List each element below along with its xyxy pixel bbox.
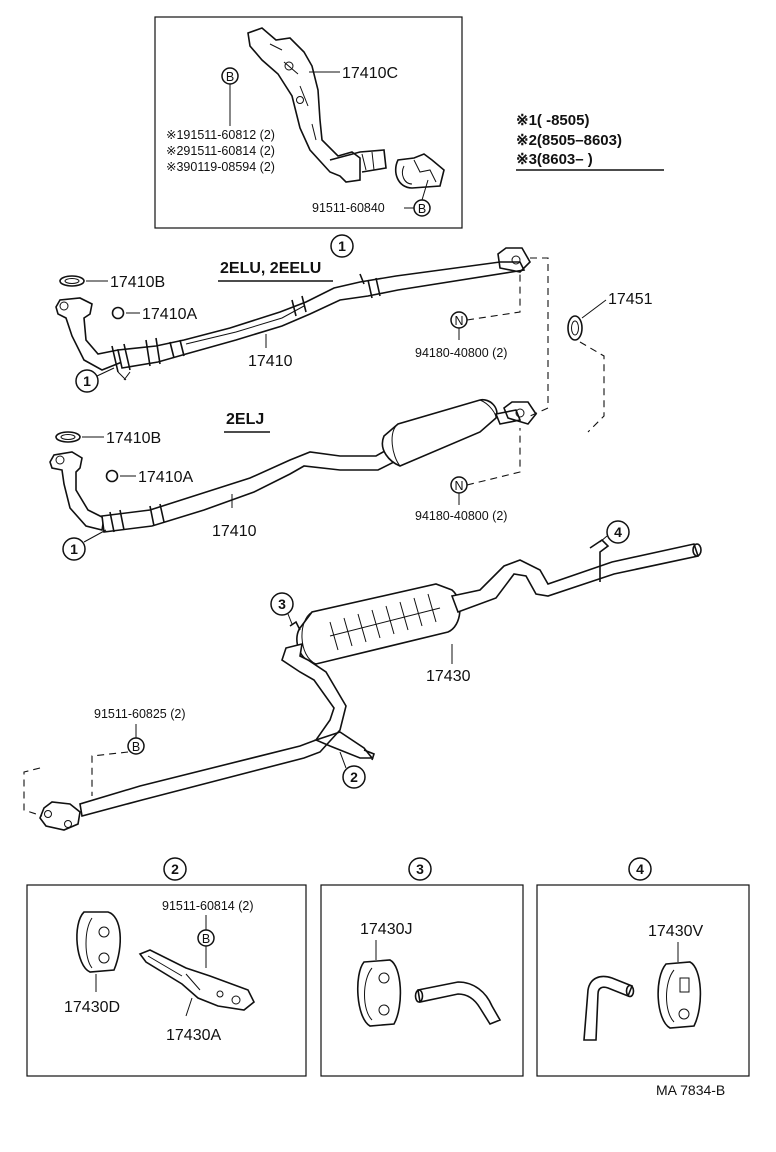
- detail-box-2: 2 91511-60814 (2) B 17430D 17430A: [26, 857, 307, 1077]
- top-detail-frame: [154, 16, 463, 229]
- nut-icon: [111, 306, 125, 320]
- gasket-17451-icon: [567, 315, 583, 341]
- callout-2-circle: [342, 765, 366, 789]
- gasket-icon: [55, 431, 81, 443]
- rubber-hanger-17430j-drawing: [356, 959, 402, 1027]
- bolt-b-mark: B: [202, 932, 210, 946]
- callout-1-circle: [330, 234, 354, 258]
- section-2elu-title: 2ELU, 2EELU: [220, 260, 321, 277]
- muffler-17430-label: 17430: [426, 668, 471, 685]
- callout-3-circle: [270, 592, 294, 616]
- nut-17410a-label: 17410A: [138, 469, 193, 486]
- bolt-91511-60814-label: 91511-60814 (2): [162, 899, 254, 913]
- pipe-17410-label: 17410: [248, 353, 293, 370]
- bracket-17410c-label: 17410C: [342, 65, 398, 82]
- note-2-label: ※291511-60814 (2): [166, 144, 275, 158]
- nut-n-mark: N: [454, 479, 463, 493]
- top-detail-panel: 17410C B ※191511-60812 (2) ※291511-60814…: [154, 16, 463, 229]
- detail-box-4: 4 17430V: [536, 857, 750, 1077]
- nut-94180-label: 94180-40800 (2): [415, 346, 507, 360]
- bolt-91511-60825-label: 91511-60825 (2): [94, 707, 186, 721]
- footer-ref: MA 7834-B: [656, 1082, 725, 1098]
- bracket-17430a-label: 17430A: [166, 1027, 221, 1044]
- main-muffler-drawing: [39, 538, 702, 831]
- nut-94180-label: 94180-40800 (2): [415, 509, 507, 523]
- callout-3-circle: [408, 857, 432, 881]
- legend: ※1( -8505) ※2(8505–8603) ※3(8603– ): [516, 112, 664, 171]
- detail-box-3: 3 17430J: [320, 857, 524, 1077]
- rubber-hanger-17430v-drawing: [657, 961, 702, 1029]
- gasket-17451-label: 17451: [608, 291, 653, 308]
- pipe-end-drawing: [414, 981, 502, 1025]
- legend-line-3: ※3(8603– ): [516, 151, 593, 168]
- legend-line-1: ※1( -8505): [516, 112, 589, 129]
- bolt-b-mark: B: [418, 202, 426, 216]
- gasket-17410b-label: 17410B: [106, 430, 161, 447]
- gasket-icon: [59, 275, 85, 287]
- nut-n-mark: N: [454, 314, 463, 328]
- legend-line-2: ※2(8505–8603): [516, 132, 622, 149]
- clamp-drawing: [394, 153, 445, 189]
- callout-2-number: 2: [171, 861, 179, 877]
- hanger-17430v-label: 17430V: [648, 923, 703, 940]
- hanger-17430d-label: 17430D: [64, 999, 120, 1016]
- detail-box-4-frame: [536, 884, 750, 1077]
- section-2elj-title: 2ELJ: [226, 411, 264, 428]
- hanger-rod-drawing: [583, 975, 635, 1041]
- bracket-17410c-drawing: [247, 27, 387, 183]
- callout-1-number: 1: [83, 373, 91, 389]
- callout-1-number: 1: [338, 238, 346, 254]
- note-1-label: ※191511-60812 (2): [166, 128, 275, 142]
- nut-17410a-label: 17410A: [142, 306, 197, 323]
- gasket-17410b-label: 17410B: [110, 274, 165, 291]
- callout-1-circle: [75, 369, 99, 393]
- bolt-b-mark: B: [226, 70, 234, 84]
- front-pipe-2elj-drawing: [49, 398, 537, 533]
- section-2elj: 2ELJ 17410B 17410A 17410 1 N: [49, 398, 537, 561]
- callout-4-circle: [628, 857, 652, 881]
- gasket-17451-group: 17451: [529, 257, 653, 433]
- callout-4-circle: [606, 520, 630, 544]
- bracket-17430a-drawing: [138, 949, 256, 1011]
- callout-3-number: 3: [278, 596, 286, 612]
- callout-1-number: 1: [70, 541, 78, 557]
- hanger-17430j-label: 17430J: [360, 921, 413, 938]
- callout-4-number: 4: [636, 861, 644, 877]
- detail-box-2-frame: [26, 884, 307, 1077]
- callout-4-number: 4: [614, 524, 622, 540]
- bolt-b-mark: B: [132, 740, 140, 754]
- front-pipe-2elu-drawing: [55, 247, 531, 381]
- nut-icon: [105, 469, 119, 483]
- callout-2-number: 2: [350, 769, 358, 785]
- callout-3-number: 3: [416, 861, 424, 877]
- tailpipe-assembly: 17430 3 4 2 91511-60825 (2) B: [23, 520, 702, 831]
- section-2elu: 2ELU, 2EELU 17410B 17410A 17410: [55, 247, 531, 393]
- bolt-91511-60840-label: 91511-60840: [312, 201, 385, 215]
- detail-box-3-frame: [320, 884, 524, 1077]
- callout-1-circle: [62, 537, 86, 561]
- callout-2-circle: [163, 857, 187, 881]
- rubber-hanger-17430d-drawing: [76, 911, 122, 973]
- note-3-label: ※390119-08594 (2): [166, 160, 275, 174]
- pipe-17410-label: 17410: [212, 523, 257, 540]
- bolt-b-symbol: [127, 737, 145, 755]
